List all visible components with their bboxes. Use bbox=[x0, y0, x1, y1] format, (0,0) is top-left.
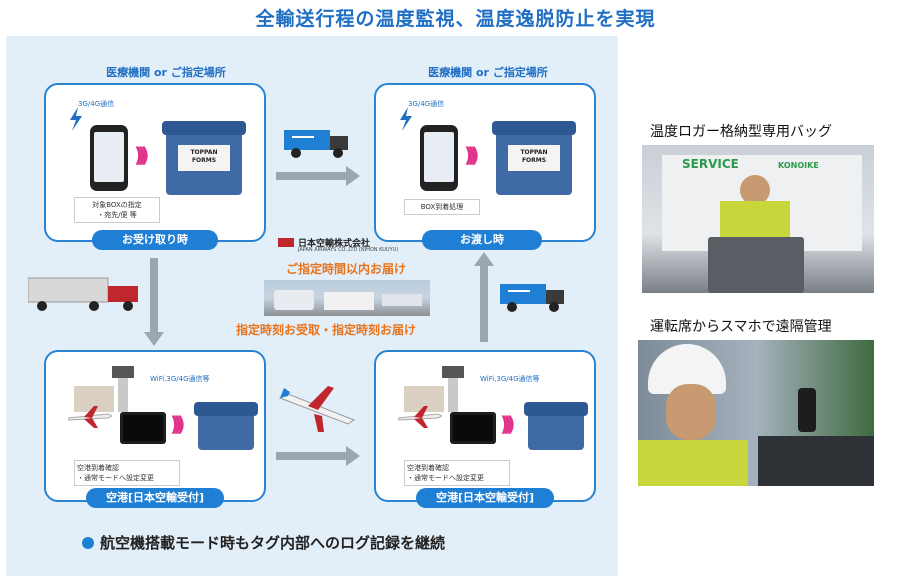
photo-driver bbox=[638, 340, 874, 486]
delivery-note: BOX到着処理 bbox=[404, 199, 480, 215]
cooler-box-icon bbox=[524, 402, 588, 450]
smartphone-icon bbox=[420, 125, 458, 191]
airport-note: 空港到着確認・通常モードへ設定変更 bbox=[74, 460, 180, 486]
network-label: WiFi,3G/4G通信等 bbox=[480, 375, 540, 383]
cooler-box-icon bbox=[194, 402, 258, 450]
truck-airport-photo bbox=[264, 280, 430, 316]
top-right-caption: 医療機関 or ご指定場所 bbox=[428, 66, 548, 79]
arrow-top-shaft bbox=[276, 172, 346, 180]
network-label: 3G/4G通信 bbox=[408, 100, 445, 108]
arrow-top-head bbox=[346, 166, 360, 186]
tag-airport-right: 空港[日本空輸受付] bbox=[416, 488, 554, 508]
truck-icon bbox=[284, 130, 348, 158]
box-airport-left: WiFi,3G/4G通信等 ))) 空港到着確認・通常モードへ設定変更 bbox=[44, 350, 266, 502]
airport-note: 空港到着確認・通常モードへ設定変更 bbox=[404, 460, 510, 486]
tag-airport-left: 空港[日本空輸受付] bbox=[86, 488, 224, 508]
truck-icon bbox=[500, 284, 564, 312]
signal-icon: ))) bbox=[170, 412, 186, 436]
lightning-icon bbox=[400, 107, 412, 131]
lightning-icon bbox=[70, 107, 82, 131]
center-line1: ご指定時間以内お届け bbox=[285, 262, 406, 276]
tablet-icon bbox=[120, 412, 166, 444]
signal-icon: ))) bbox=[134, 143, 150, 167]
tag-pickup: お受け取り時 bbox=[92, 230, 218, 250]
photo2-label: 運転席からスマホで遠隔管理 bbox=[650, 319, 832, 335]
arrow-left-shaft bbox=[150, 258, 158, 334]
box-airport-right: WiFi,3G/4G通信等 ))) 空港到着確認・通常モードへ設定変更 bbox=[374, 350, 596, 502]
company-name-en: JAPAN AIRWAYS CO.,LTD (NIHON KUUYU) bbox=[298, 247, 399, 253]
signal-icon: ))) bbox=[500, 412, 516, 436]
center-line2: 指定時刻お受取・指定時刻お届け bbox=[235, 323, 416, 337]
tag-delivery: お渡し時 bbox=[422, 230, 542, 250]
smartphone-icon bbox=[90, 125, 128, 191]
jet-airplane-icon bbox=[278, 386, 356, 432]
arrow-left-head bbox=[144, 332, 164, 346]
tablet-icon bbox=[450, 412, 496, 444]
arrow-bottom-shaft bbox=[276, 452, 346, 460]
arrow-bottom-head bbox=[346, 446, 360, 466]
photo1-label: 温度ロガー格納型専用バッグ bbox=[650, 124, 832, 140]
photo-bag: SERVICE KONOIKE bbox=[642, 145, 874, 293]
company-logo: 日本空輸株式会社 bbox=[278, 236, 370, 249]
arrow-right-shaft bbox=[480, 266, 488, 342]
page-title: 全輸送行程の温度監視、温度逸脱防止を実現 bbox=[255, 8, 656, 30]
pickup-note: 対象BOXの指定・宛先/便 等 bbox=[74, 197, 160, 223]
bullet-dot-icon bbox=[82, 537, 94, 549]
control-tower-icon bbox=[404, 366, 464, 412]
airplane-icon bbox=[398, 406, 442, 428]
network-label: 3G/4G通信 bbox=[78, 100, 115, 108]
network-label: WiFi,3G/4G通信等 bbox=[150, 375, 210, 383]
top-left-caption: 医療機関 or ご指定場所 bbox=[106, 66, 226, 79]
signal-icon: ))) bbox=[464, 143, 480, 167]
bottom-note: 航空機搭載モード時もタグ内部へのログ記録を継続 bbox=[82, 532, 445, 553]
airplane-icon bbox=[68, 406, 112, 428]
semi-truck-icon bbox=[28, 277, 138, 311]
arrow-right-head bbox=[474, 252, 494, 266]
